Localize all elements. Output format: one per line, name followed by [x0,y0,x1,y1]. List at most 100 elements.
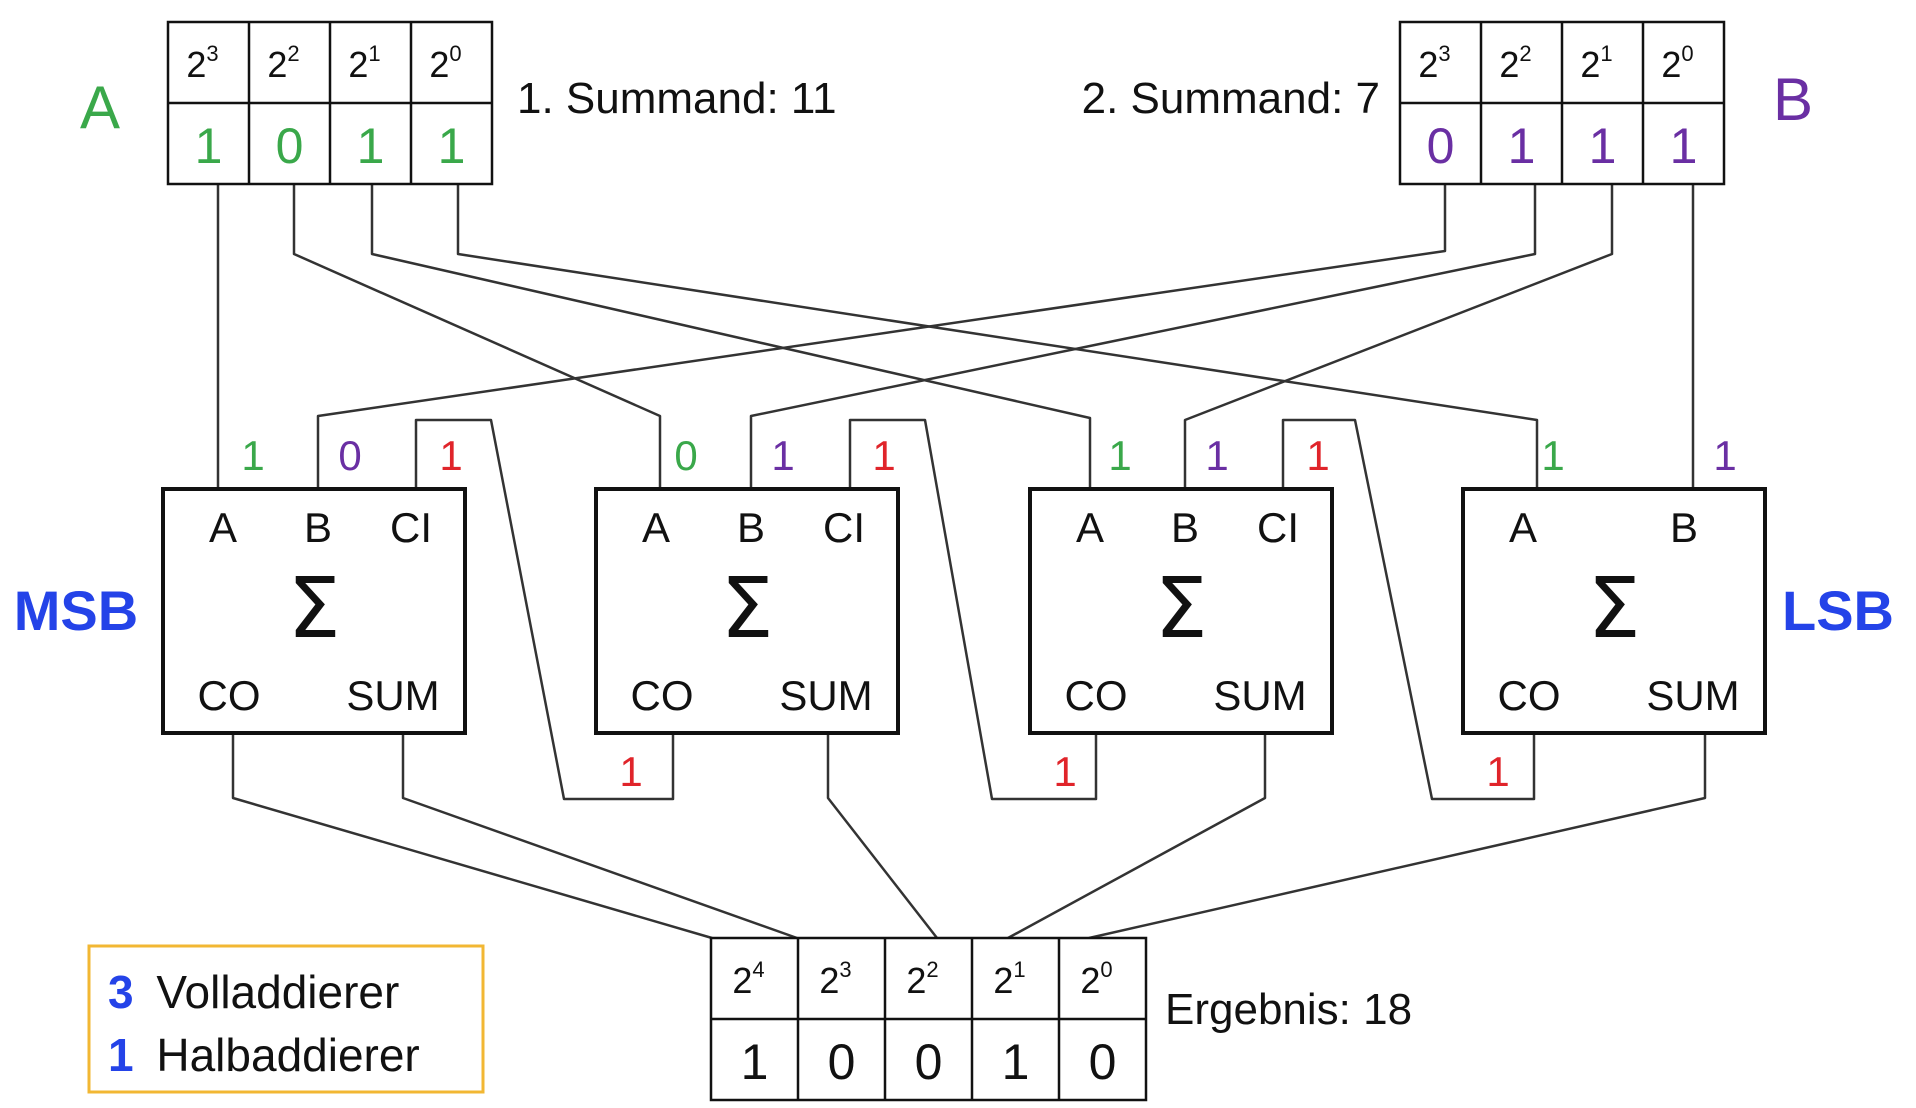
exponent: 1 [1013,957,1025,982]
wire [1088,733,1707,940]
exponent: 3 [206,41,218,66]
result-caption: Ergebnis: 18 [1165,985,1412,1034]
exponent: 3 [1438,41,1450,66]
base: 2 [429,44,449,85]
input-a-value: 1 [1108,432,1131,479]
port-ci-label: CI [1257,504,1299,551]
exponent: 0 [1100,957,1112,982]
port-co-label: CO [1498,672,1561,719]
port-ci-label: CI [390,504,432,551]
result-bit-cell: 1 [741,1034,769,1090]
wire [749,184,1537,489]
port-a-label: A [209,504,237,551]
register_b-bit-cell: 0 [1427,118,1455,174]
exponent: 0 [1681,41,1693,66]
result-header-cell: 23 [819,957,851,1001]
input-a-value: 1 [241,432,264,479]
legend-half-count: 1 [108,1029,134,1081]
sigma-symbol: Σ [1154,559,1207,657]
register-a-letter: A [80,74,120,141]
register_b-header-cell: 22 [1499,41,1531,85]
carry-out-value: 1 [1053,748,1076,795]
legend-half: 1 Halbaddierer [108,1029,420,1081]
register_b-bit-cell: 1 [1508,118,1536,174]
register_a-bit-cell: 1 [195,118,223,174]
base: 2 [1418,44,1438,85]
input-ci-value: 1 [1306,432,1329,479]
port-sum-label: SUM [1213,672,1306,719]
port-b-label: B [304,504,332,551]
register_a-bit-cell: 1 [438,118,466,174]
port-b-label: B [1171,504,1199,551]
register_b-bit-cell: 1 [1670,118,1698,174]
register_a-header-cell: 22 [267,41,299,85]
adder-box [1461,487,1767,735]
result-header-cell: 20 [1080,957,1112,1001]
register_a-bit-cell: 1 [357,118,385,174]
wire [1007,733,1267,940]
wire [826,733,938,939]
wire [1183,184,1614,489]
port-co-label: CO [1065,672,1128,719]
result-bit-cell: 0 [1089,1034,1117,1090]
result-header-cell: 21 [993,957,1025,1001]
wire [316,184,1447,489]
register_b-header-cell: 23 [1418,41,1450,85]
base: 2 [906,960,926,1001]
base: 2 [267,44,287,85]
result-bit-cell: 1 [1002,1034,1030,1090]
wire [370,184,1092,489]
port-co-label: CO [631,672,694,719]
register_a-bit-cell: 0 [276,118,304,174]
input-a-value: 1 [1541,432,1564,479]
input-b-value: 0 [338,432,361,479]
input-b-value: 1 [1713,432,1736,479]
wire [231,733,713,940]
wire [401,733,798,940]
legend-box [87,944,485,1094]
exponent: 1 [368,41,380,66]
adder-box [1028,487,1334,735]
exponent: 2 [287,41,299,66]
base: 2 [1661,44,1681,85]
carry-out-value: 1 [1486,748,1509,795]
register-b-letter: B [1773,66,1813,133]
base: 2 [1080,960,1100,1001]
register-b-caption: 2. Summand: 7 [1082,74,1380,123]
register-a-caption: 1. Summand: 11 [517,74,837,123]
base: 2 [1580,44,1600,85]
lsb-label: LSB [1782,579,1894,642]
exponent: 3 [839,957,851,982]
carry-out-value: 1 [619,748,642,795]
legend-half-label: Halbaddierer [156,1029,419,1081]
base: 2 [1499,44,1519,85]
exponent: 1 [1600,41,1612,66]
wire [456,184,1539,489]
register_a-header-cell: 23 [186,41,218,85]
port-ci-label: CI [823,504,865,551]
legend-full: 3 Volladdierer [108,966,399,1018]
register_b-header-cell: 20 [1661,41,1693,85]
register_b-bit-cell: 1 [1589,118,1617,174]
wire [848,418,1098,801]
wire [292,184,662,489]
result-bit-cell: 0 [915,1034,943,1090]
port-a-label: A [642,504,670,551]
legend-full-count: 3 [108,966,134,1018]
input-ci-value: 1 [439,432,462,479]
port-a-label: A [1509,504,1537,551]
register_a-header-cell: 20 [429,41,461,85]
register_a-header-cell: 21 [348,41,380,85]
port-sum-label: SUM [346,672,439,719]
input-a-value: 0 [674,432,697,479]
adder-box [594,487,900,735]
exponent: 2 [926,957,938,982]
port-b-label: B [1670,504,1698,551]
port-co-label: CO [198,672,261,719]
adder-box [161,487,467,735]
sigma-symbol: Σ [287,559,340,657]
